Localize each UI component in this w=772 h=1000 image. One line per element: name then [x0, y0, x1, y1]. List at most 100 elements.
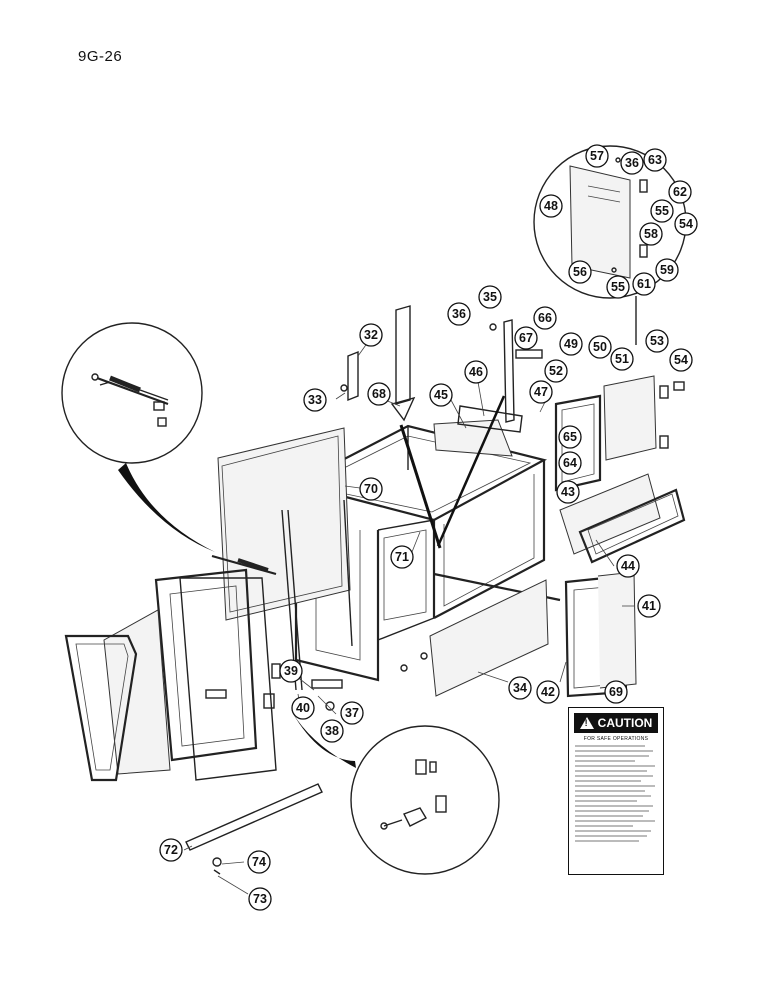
- callout-63: 63: [643, 148, 667, 172]
- svg-text:48: 48: [544, 199, 558, 213]
- svg-text:56: 56: [573, 265, 587, 279]
- callout-36a: 36: [447, 302, 471, 326]
- svg-text:41: 41: [642, 599, 656, 613]
- callout-35: 35: [478, 285, 502, 309]
- svg-text:68: 68: [372, 387, 386, 401]
- callout-65: 65: [558, 425, 582, 449]
- callout-43: 43: [556, 480, 580, 504]
- rear-door-glass-53: [603, 375, 669, 461]
- front-door: [154, 568, 277, 781]
- svg-text:63: 63: [648, 153, 662, 167]
- svg-text:39: 39: [284, 664, 298, 678]
- detail-circle-latch: [292, 712, 500, 875]
- svg-text:40: 40: [296, 701, 310, 715]
- callout-69: 69: [604, 680, 628, 704]
- svg-text:67: 67: [519, 331, 533, 345]
- callout-45: 45: [429, 383, 453, 407]
- svg-text:51: 51: [615, 352, 629, 366]
- callout-39: 39: [279, 659, 303, 683]
- front-glass-seal: [64, 634, 138, 782]
- caution-subheader: FOR SAFE OPERATIONS: [583, 736, 649, 742]
- side-window-43: [559, 473, 661, 555]
- callout-74: 74: [247, 850, 271, 874]
- callout-46: 46: [464, 360, 488, 384]
- svg-text:69: 69: [609, 685, 623, 699]
- callout-41: 41: [637, 594, 661, 618]
- callout-73: 73: [248, 887, 272, 911]
- svg-text:66: 66: [538, 311, 552, 325]
- svg-text:65: 65: [563, 430, 577, 444]
- svg-text:43: 43: [561, 485, 575, 499]
- callout-42: 42: [536, 680, 560, 704]
- svg-text:45: 45: [434, 388, 448, 402]
- callout-54b: 54: [669, 348, 693, 372]
- lower-panel-34: [429, 579, 549, 697]
- svg-text:33: 33: [308, 393, 322, 407]
- callout-62: 62: [668, 180, 692, 204]
- svg-text:55: 55: [655, 204, 669, 218]
- svg-text:49: 49: [564, 337, 578, 351]
- svg-text:73: 73: [253, 892, 267, 906]
- callout-32: 32: [359, 323, 383, 347]
- corner-post-35: [503, 319, 515, 423]
- callout-71: 71: [390, 545, 414, 569]
- svg-text:37: 37: [345, 706, 359, 720]
- callout-55b: 55: [606, 275, 630, 299]
- svg-text:35: 35: [483, 290, 497, 304]
- bracket-32: [347, 350, 359, 402]
- detail-circle-strut: [61, 322, 215, 552]
- callout-68: 68: [367, 382, 391, 406]
- svg-text:42: 42: [541, 685, 555, 699]
- callout-54a: 54: [674, 212, 698, 236]
- callout-58: 58: [639, 222, 663, 246]
- svg-text:50: 50: [593, 340, 607, 354]
- svg-text:47: 47: [534, 385, 548, 399]
- callout-38: 38: [320, 719, 344, 743]
- callout-53: 53: [645, 329, 669, 353]
- svg-text:61: 61: [637, 277, 651, 291]
- svg-text:58: 58: [644, 227, 658, 241]
- svg-text:54: 54: [679, 217, 693, 231]
- svg-text:55: 55: [611, 280, 625, 294]
- callout-67: 67: [514, 326, 538, 350]
- callout-34: 34: [508, 676, 532, 700]
- svg-text:34: 34: [513, 681, 527, 695]
- callout-55a: 55: [650, 199, 674, 223]
- svg-text:36: 36: [625, 156, 639, 170]
- callout-33: 33: [303, 388, 327, 412]
- svg-text:71: 71: [395, 550, 409, 564]
- svg-text:53: 53: [650, 334, 664, 348]
- callout-44: 44: [616, 554, 640, 578]
- rear-pillar: [390, 305, 416, 422]
- warning-icon: !: [579, 717, 594, 729]
- svg-text:44: 44: [621, 559, 635, 573]
- svg-text:57: 57: [590, 149, 604, 163]
- svg-text:54: 54: [674, 353, 688, 367]
- svg-text:46: 46: [469, 365, 483, 379]
- callout-61: 61: [632, 272, 656, 296]
- svg-text:62: 62: [673, 185, 687, 199]
- svg-text:52: 52: [549, 364, 563, 378]
- svg-text:59: 59: [660, 263, 674, 277]
- front-glass: [103, 609, 171, 775]
- callout-40: 40: [291, 696, 315, 720]
- svg-text:74: 74: [252, 855, 266, 869]
- svg-text:70: 70: [364, 482, 378, 496]
- page-code: 9G-26: [78, 48, 123, 65]
- svg-text:32: 32: [364, 328, 378, 342]
- callout-48: 48: [539, 194, 563, 218]
- callout-50: 50: [588, 335, 612, 359]
- caution-title: CAUTION: [597, 716, 653, 730]
- svg-text:36: 36: [452, 307, 466, 321]
- left-window: [217, 427, 351, 621]
- callout-72: 72: [159, 838, 183, 862]
- callout-66: 66: [533, 306, 557, 330]
- callout-59: 59: [655, 258, 679, 282]
- svg-text:64: 64: [563, 456, 577, 470]
- rear-window: [433, 405, 523, 457]
- callout-57: 57: [585, 144, 609, 168]
- svg-text:72: 72: [164, 843, 178, 857]
- callout-49: 49: [559, 332, 583, 356]
- callout-56: 56: [568, 260, 592, 284]
